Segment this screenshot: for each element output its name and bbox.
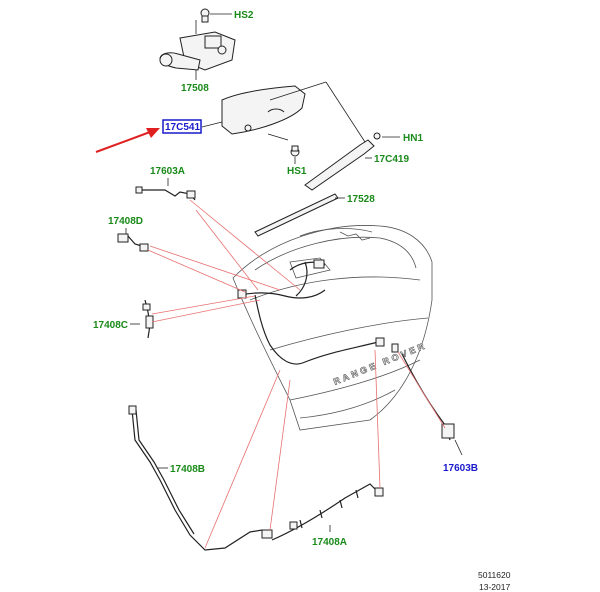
- label-hs1: HS1: [287, 166, 307, 177]
- label-17c419: 17C419: [374, 154, 409, 165]
- hs2-fastener: HS2: [200, 8, 254, 23]
- label-17408d: 17408D: [108, 216, 143, 227]
- label-17603b: 17603B: [443, 463, 478, 474]
- label-hn1: HN1: [403, 133, 423, 144]
- wiper-arm: HN1 17C419: [304, 132, 423, 191]
- harness-17408b: 17408B: [128, 405, 273, 551]
- connector-17408d: 17408D: [108, 216, 149, 252]
- wiper-cover-plate: 17C541: [162, 81, 366, 143]
- label-17408a: 17408A: [312, 537, 347, 548]
- wiper-blade: 17528: [254, 193, 375, 237]
- hs1-fastener: HS1: [287, 145, 307, 177]
- label-hs2: HS2: [234, 10, 254, 21]
- reference-code: 5011620: [478, 570, 511, 580]
- diagram-reference: 5011620 13-2017: [478, 570, 511, 592]
- highlight-arrow: [95, 128, 160, 153]
- harness-17408a: 17408A: [271, 483, 384, 548]
- label-17408b: 17408B: [170, 464, 205, 475]
- label-17408c: 17408C: [93, 320, 128, 331]
- connector-17408c: 17408C: [93, 299, 154, 339]
- washer-hose-a: 17603A: [135, 166, 196, 201]
- wiper-motor: 17508: [159, 20, 236, 94]
- label-17603a: 17603A: [150, 166, 185, 177]
- location-leaders: [147, 199, 446, 549]
- label-17528: 17528: [347, 194, 375, 205]
- washer-hose-b: 17603B: [401, 353, 478, 474]
- label-17508: 17508: [181, 83, 209, 94]
- reference-date: 13-2017: [479, 582, 510, 592]
- tailgate-harness: [237, 259, 399, 365]
- label-17c541: 17C541: [165, 122, 200, 133]
